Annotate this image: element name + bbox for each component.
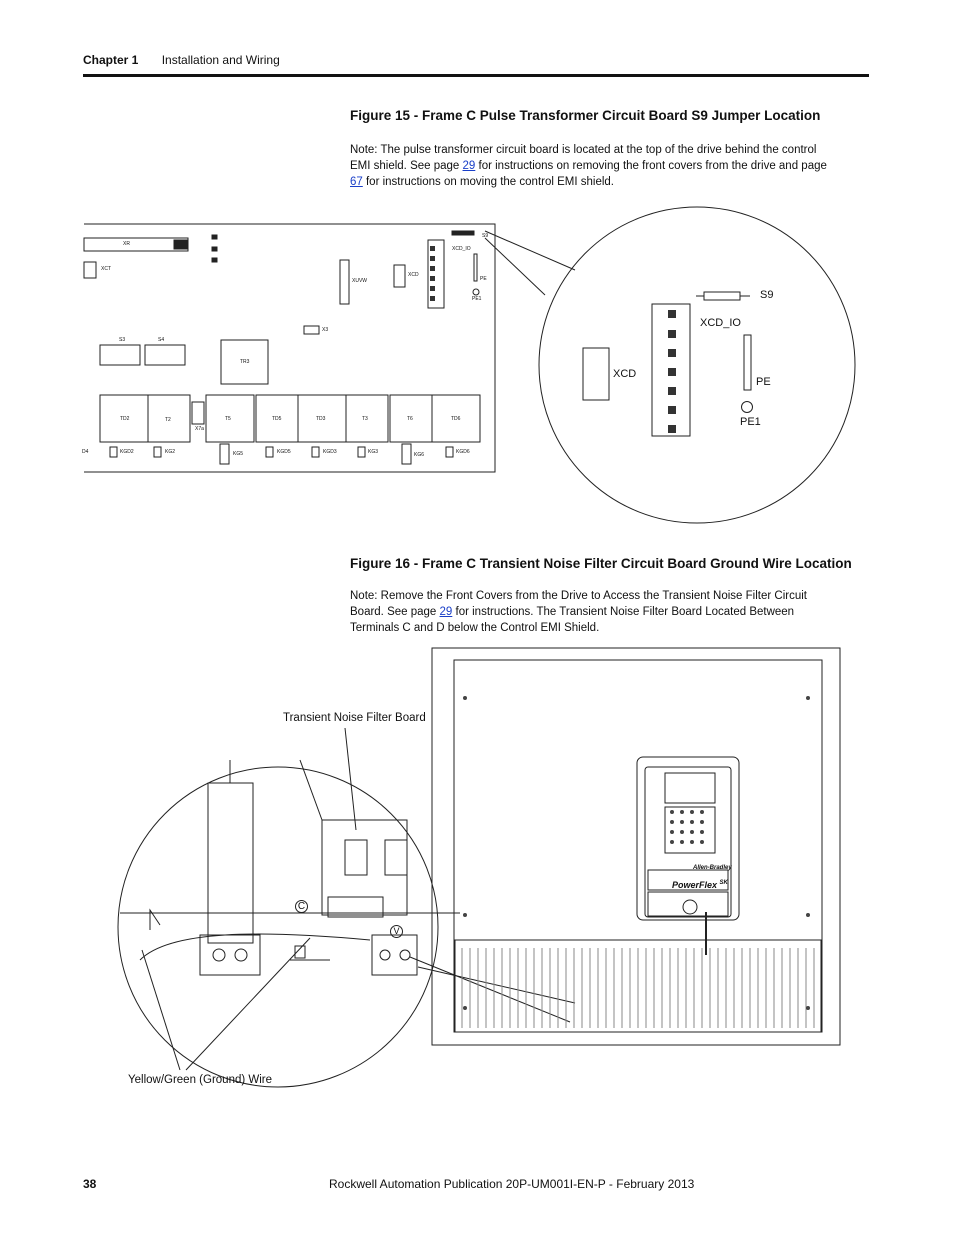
figure16-title: Figure 16 - Frame C Transient Noise Filt… [350, 556, 852, 571]
label-s4: S4 [158, 337, 165, 343]
label-kgd2: KGD2 [120, 449, 134, 455]
header-rule [83, 74, 869, 77]
label-kgd3: KGD3 [323, 449, 337, 455]
label-kg5: KG5 [233, 451, 244, 457]
powerflex-logo: PowerFlex SK [672, 880, 728, 890]
label-xuvw: XUVW [352, 278, 367, 284]
label-s9-small: S9 [482, 233, 489, 239]
callout-transient-board: Transient Noise Filter Board [283, 712, 426, 724]
label-t5: T5 [225, 416, 231, 422]
label-td3: TD3 [316, 416, 326, 422]
label-td6: TD6 [451, 416, 461, 422]
label-x3: X3 [322, 327, 329, 333]
figure15-title: Figure 15 - Frame C Pulse Transformer Ci… [350, 108, 821, 123]
allen-bradley-logo: Allen-Bradley [693, 865, 732, 871]
zoom-label-s9: S9 [760, 289, 774, 301]
label-t6: T6 [407, 416, 413, 422]
terminal-c-label: C [295, 900, 308, 913]
label-xct: XCT [101, 266, 111, 272]
label-xr: XR [123, 241, 130, 247]
label-t3: T3 [362, 416, 368, 422]
label-xcdio-small: XCD_IO [452, 246, 471, 252]
label-td2: TD2 [120, 416, 130, 422]
page-link-29[interactable]: 29 [462, 160, 476, 172]
figure15-note: Note: The pulse transformer circuit boar… [350, 144, 827, 188]
page-link-29b[interactable]: 29 [439, 606, 453, 618]
label-kg2: KG2 [165, 449, 176, 455]
label-kg6: KG6 [414, 452, 425, 458]
zoom-label-pe1: PE1 [740, 416, 761, 428]
chapter-label: Chapter 1 [83, 53, 139, 67]
label-kgd5: KGD5 [277, 449, 291, 455]
callout-ground-wire: Yellow/Green (Ground) Wire [128, 1074, 273, 1086]
label-pe1-small: PE1 [472, 296, 482, 302]
zoom-label-pe: PE [756, 376, 771, 388]
page-link-67[interactable]: 67 [350, 176, 363, 188]
page-header: Chapter 1 Installation and Wiring [83, 53, 280, 67]
powerflex-brand: PowerFlex [672, 880, 718, 890]
page-number: 38 [83, 1177, 97, 1191]
label-pe-small: PE [480, 276, 487, 282]
figure16-note: Note: Remove the Front Covers from the D… [350, 590, 807, 634]
label-kg3: KG3 [368, 449, 379, 455]
publication-info: Rockwell Automation Publication 20P-UM00… [329, 1177, 695, 1191]
label-kgd6: KGD6 [456, 449, 470, 455]
zoom-label-xcd: XCD [613, 368, 637, 380]
powerflex-sub: SK [719, 880, 728, 886]
label-xcd-small: XCD [408, 272, 419, 278]
label-kgd4: D4 [82, 449, 89, 455]
label-tr3: TR3 [240, 359, 250, 365]
label-td5: TD5 [272, 416, 282, 422]
section-label: Installation and Wiring [161, 53, 280, 67]
label-t2: T2 [165, 417, 171, 423]
terminal-v-label: V [390, 925, 403, 938]
label-s3: S3 [119, 337, 126, 343]
zoom-label-xcdio: XCD_IO [700, 317, 741, 329]
label-x7a: X7a [195, 426, 204, 432]
